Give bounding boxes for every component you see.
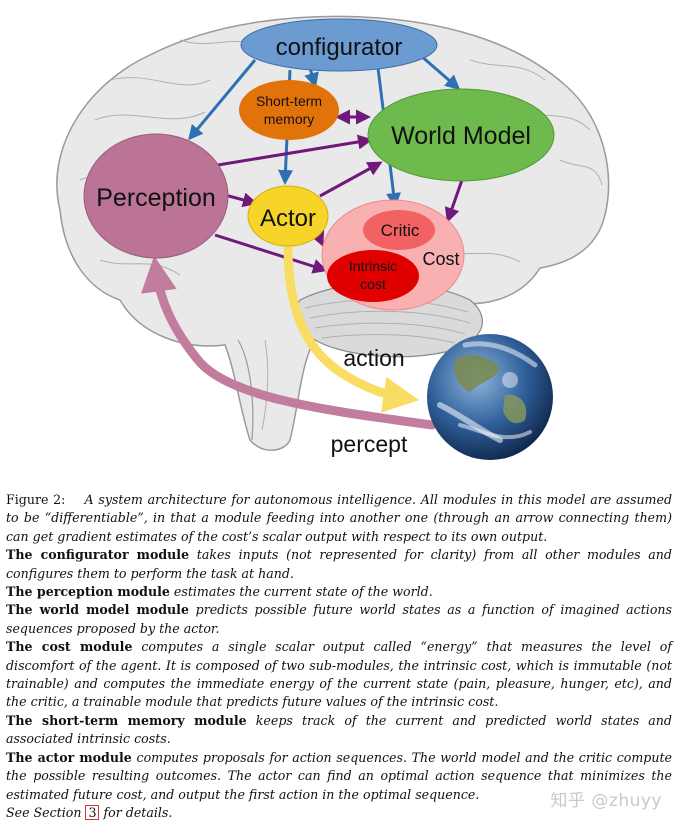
- caption-memory: The short-term memory module keeps track…: [6, 712, 672, 749]
- caption-intro: Figure 2: A system architecture for auto…: [6, 491, 672, 546]
- data-flow-arrows: [214, 109, 464, 274]
- section-ref-link[interactable]: 3: [85, 804, 100, 820]
- configurator-module: [240, 18, 438, 72]
- see-prefix: See Section: [6, 804, 82, 820]
- architecture-diagram: Critic Intrinsic cost Cost configurator …: [56, 15, 610, 460]
- percept-arrow: [141, 255, 437, 430]
- memory-title: The short-term memory module: [6, 712, 247, 728]
- cost-text: computes a single scalar output called “…: [6, 639, 672, 710]
- actor-title: The actor module: [6, 749, 132, 765]
- short-term-memory-module: [239, 80, 339, 140]
- configurator-text: takes inputs (not represented for clarit…: [6, 547, 672, 581]
- intrinsic-cost-label-2: cost: [360, 276, 386, 292]
- perception-module: [83, 133, 229, 259]
- perception-text: estimates the current state of the world…: [173, 584, 433, 600]
- actor-text: computes proposals for action sequences.…: [6, 749, 672, 802]
- figure-summary: A system architecture for autonomous int…: [6, 492, 673, 544]
- perception-title: The perception module: [6, 584, 170, 600]
- intrinsic-cost-label-1: Intrinsic: [349, 258, 397, 274]
- caption-world-model: The world model module predicts possible…: [6, 601, 672, 638]
- caption-cost: The cost module computes a single scalar…: [6, 638, 672, 712]
- figure-label: Figure 2:: [6, 492, 66, 507]
- action-arrow: [283, 241, 420, 413]
- short-term-memory-label-1: Short-term: [256, 93, 322, 109]
- world-model-module: [367, 88, 555, 182]
- actor-label: Actor: [260, 205, 316, 232]
- world-model-title: The world model module: [6, 602, 189, 618]
- configurator-label: configurator: [276, 34, 403, 61]
- caption-configurator: The configurator module takes inputs (no…: [6, 546, 672, 583]
- action-label: action: [343, 345, 404, 371]
- cost-title: The cost module: [6, 639, 133, 655]
- percept-label: percept: [331, 431, 408, 457]
- caption-perception: The perception module estimates the curr…: [6, 583, 672, 601]
- cost-label: Cost: [422, 249, 459, 269]
- world-model-label: World Model: [391, 122, 531, 150]
- critic-module: [363, 210, 435, 250]
- figure-caption: Figure 2: A system architecture for auto…: [6, 491, 672, 822]
- cost-module: Critic Intrinsic cost Cost: [321, 199, 465, 311]
- caption-actor: The actor module computes proposals for …: [6, 749, 672, 804]
- memory-text: keeps track of the current and predicted…: [6, 712, 672, 747]
- short-term-memory-label-2: memory: [264, 111, 315, 127]
- earth-image: [427, 334, 553, 460]
- perception-label: Perception: [96, 184, 216, 212]
- world-model-text: predicts possible future world states as…: [6, 602, 672, 636]
- critic-label: Critic: [381, 221, 420, 240]
- configurator-title: The configurator module: [6, 547, 190, 563]
- watermark: 知乎 @zhuyy: [550, 791, 662, 811]
- caption-see-section: See Section 3 for details.: [6, 804, 672, 822]
- see-suffix: for details.: [103, 804, 173, 820]
- intrinsic-cost-module: [327, 250, 419, 302]
- actor-module: [247, 185, 329, 247]
